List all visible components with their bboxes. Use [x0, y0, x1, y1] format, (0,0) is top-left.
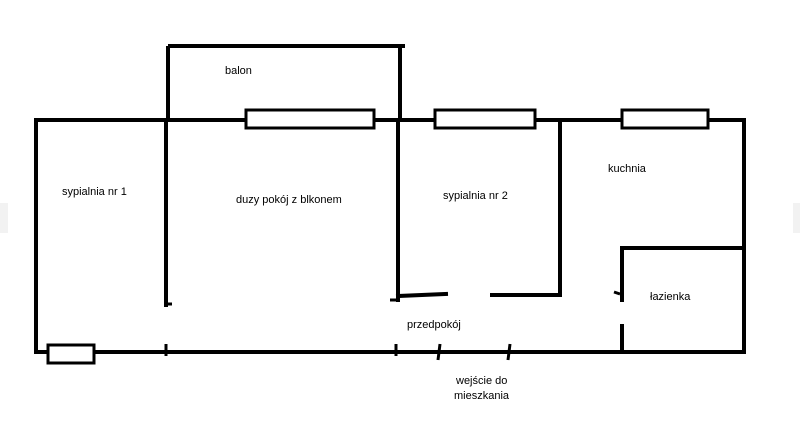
balcony-walls [166, 44, 405, 120]
window-bedroom-1 [46, 343, 96, 365]
outer-walls [34, 118, 746, 354]
room-label-living-room: duzy pokój z blkonem [236, 194, 342, 206]
edge-mark-left [0, 203, 8, 233]
window-kitchen [620, 108, 710, 130]
edge-mark-right [793, 203, 800, 233]
door-stubs [164, 290, 621, 361]
room-label-bedroom-1: sypialnia nr 1 [62, 186, 127, 198]
window-bedroom-2 [433, 108, 537, 130]
room-label-kitchen: kuchnia [608, 163, 647, 175]
interior-walls [164, 118, 746, 354]
entrance-label-line-2: mieszkania [454, 390, 510, 402]
room-label-balcony: balon [225, 65, 252, 77]
entrance-label-line-1: wejście do [455, 375, 507, 387]
room-label-hallway: przedpokój [407, 319, 461, 331]
room-label-bathroom: łazienka [650, 291, 691, 303]
window-living-room [244, 108, 376, 130]
room-label-bedroom-2: sypialnia nr 2 [443, 190, 508, 202]
